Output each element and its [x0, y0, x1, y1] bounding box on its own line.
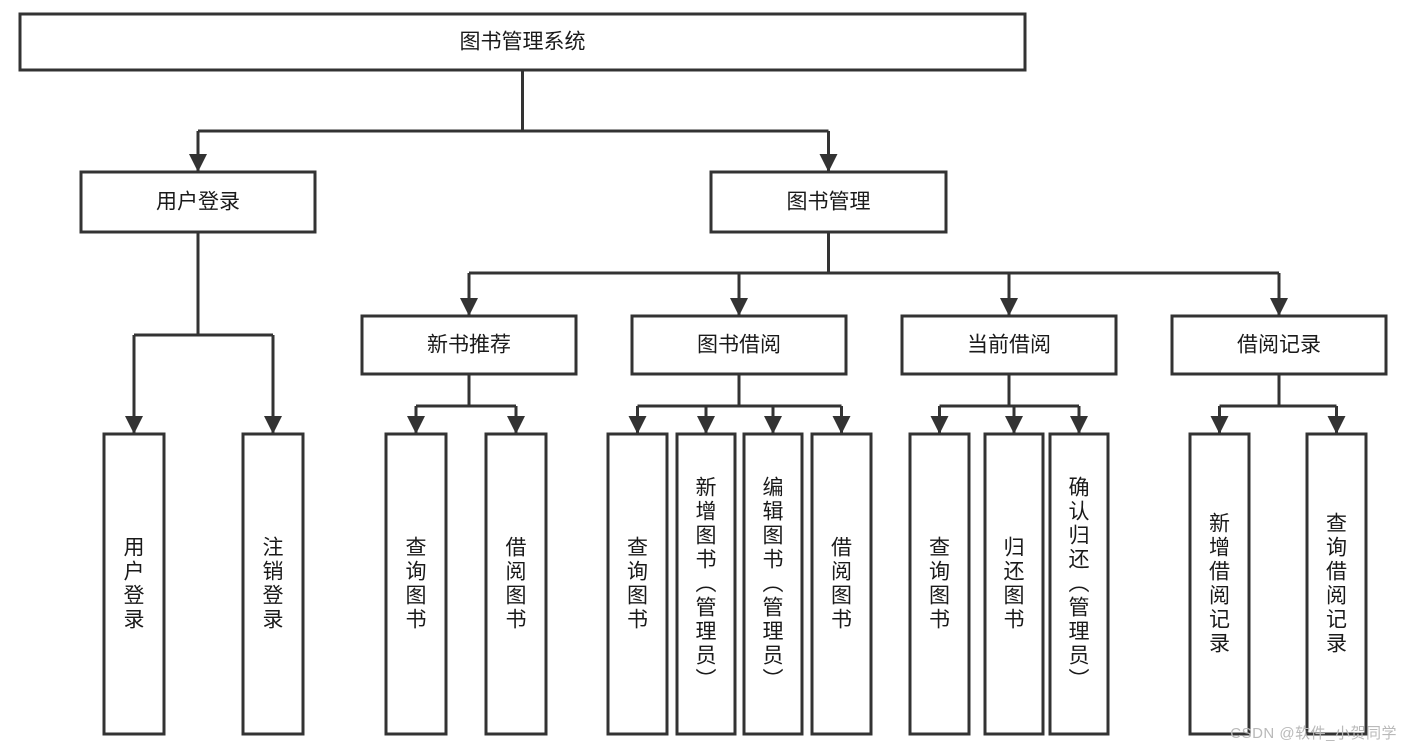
node-leaf_9[interactable]: 归还图书: [983, 432, 1045, 736]
node-label: 归还图书: [1004, 537, 1025, 632]
node-box: [1048, 432, 1110, 736]
node-leaf_3[interactable]: 借阅图书: [484, 432, 548, 736]
node-leaf_0[interactable]: 用户登录: [102, 432, 166, 736]
links-root-to-level2: [189, 70, 838, 172]
node-box: [908, 432, 971, 736]
node-label: 用户登录: [124, 537, 145, 632]
arrow-head-icon: [1327, 416, 1346, 434]
node-box: [484, 432, 548, 736]
arrow-head-icon: [819, 154, 838, 172]
node-leaf_1[interactable]: 注销登录: [241, 432, 305, 736]
watermark-text: CSDN @软件_小贺同学: [1230, 725, 1397, 742]
links-current-to-leaves: [930, 374, 1088, 434]
node-label: 确认归还︵管理员︶: [1069, 477, 1090, 692]
node-box: [630, 314, 848, 376]
arrow-head-icon: [264, 416, 282, 434]
node-label: 图书管理系统: [460, 31, 586, 54]
node-box: [810, 432, 873, 736]
node-leaf_2[interactable]: 查询图书: [384, 432, 448, 736]
arrow-head-icon: [697, 416, 715, 434]
node-box: [1170, 314, 1388, 376]
node-label: 借阅记录: [1237, 334, 1321, 357]
node-label: 新增借阅记录: [1209, 513, 1230, 656]
arrow-head-icon: [832, 416, 851, 434]
node-box: [1305, 432, 1368, 736]
node-label: 查询图书: [406, 537, 427, 632]
node-label: 新书推荐: [427, 334, 511, 357]
node-label: 借阅图书: [831, 537, 852, 632]
node-label: 用户登录: [156, 191, 240, 214]
arrow-head-icon: [1270, 298, 1288, 316]
links-userlogin-to-leaves: [125, 232, 282, 434]
arrow-head-icon: [930, 416, 949, 434]
node-box: [1188, 432, 1251, 736]
node-leaf_8[interactable]: 查询图书: [908, 432, 971, 736]
node-label: 图书借阅: [697, 334, 781, 357]
node-box: [709, 170, 948, 234]
connector-layer: [125, 70, 1346, 434]
links-records-to-leaves: [1210, 374, 1346, 434]
arrow-head-icon: [1000, 298, 1018, 316]
node-label: 查询图书: [627, 537, 648, 632]
node-box: [675, 432, 737, 736]
links-bookmgmt-to-level3: [460, 232, 1288, 316]
arrow-head-icon: [407, 416, 425, 434]
node-box: [360, 314, 578, 376]
node-leaf_10[interactable]: 确认归还︵管理员︶: [1048, 432, 1110, 736]
node-layer: 图书管理系统用户登录图书管理新书推荐图书借阅当前借阅借阅记录用户登录注销登录查询…: [18, 12, 1388, 736]
arrow-head-icon: [189, 154, 207, 172]
node-l2_1[interactable]: 图书管理: [709, 170, 948, 234]
node-leaf_6[interactable]: 编辑图书︵管理员︶: [742, 432, 804, 736]
node-label: 注销登录: [263, 537, 284, 632]
node-label: 查询借阅记录: [1326, 513, 1347, 656]
arrow-head-icon: [1210, 416, 1229, 434]
node-l3_1[interactable]: 图书借阅: [630, 314, 848, 376]
node-root[interactable]: 图书管理系统: [18, 12, 1027, 72]
arrow-head-icon: [764, 416, 782, 434]
arrow-head-icon: [460, 298, 478, 316]
node-label: 当前借阅: [967, 334, 1051, 357]
node-label: 新增图书︵管理员︶: [696, 477, 717, 692]
node-box: [102, 432, 166, 736]
node-leaf_12[interactable]: 查询借阅记录: [1305, 432, 1368, 736]
arrow-head-icon: [1070, 416, 1088, 434]
node-l3_2[interactable]: 当前借阅: [900, 314, 1118, 376]
node-leaf_4[interactable]: 查询图书: [606, 432, 669, 736]
node-label: 编辑图书︵管理员︶: [763, 477, 784, 692]
arrow-head-icon: [1005, 416, 1023, 434]
node-label: 图书管理: [787, 191, 871, 214]
node-box: [18, 12, 1027, 72]
node-box: [241, 432, 305, 736]
node-l3_3[interactable]: 借阅记录: [1170, 314, 1388, 376]
node-box: [384, 432, 448, 736]
node-leaf_11[interactable]: 新增借阅记录: [1188, 432, 1251, 736]
node-l3_0[interactable]: 新书推荐: [360, 314, 578, 376]
links-newbook-to-leaves: [407, 374, 525, 434]
arrow-head-icon: [628, 416, 647, 434]
arrow-head-icon: [730, 298, 748, 316]
node-box: [742, 432, 804, 736]
node-label: 查询图书: [929, 537, 950, 632]
node-box: [900, 314, 1118, 376]
node-box: [79, 170, 317, 234]
links-borrow-to-leaves: [628, 374, 851, 434]
arrow-head-icon: [507, 416, 525, 434]
node-l2_0[interactable]: 用户登录: [79, 170, 317, 234]
node-leaf_5[interactable]: 新增图书︵管理员︶: [675, 432, 737, 736]
node-label: 借阅图书: [506, 537, 527, 632]
node-leaf_7[interactable]: 借阅图书: [810, 432, 873, 736]
node-box: [606, 432, 669, 736]
node-box: [983, 432, 1045, 736]
arrow-head-icon: [125, 416, 143, 434]
